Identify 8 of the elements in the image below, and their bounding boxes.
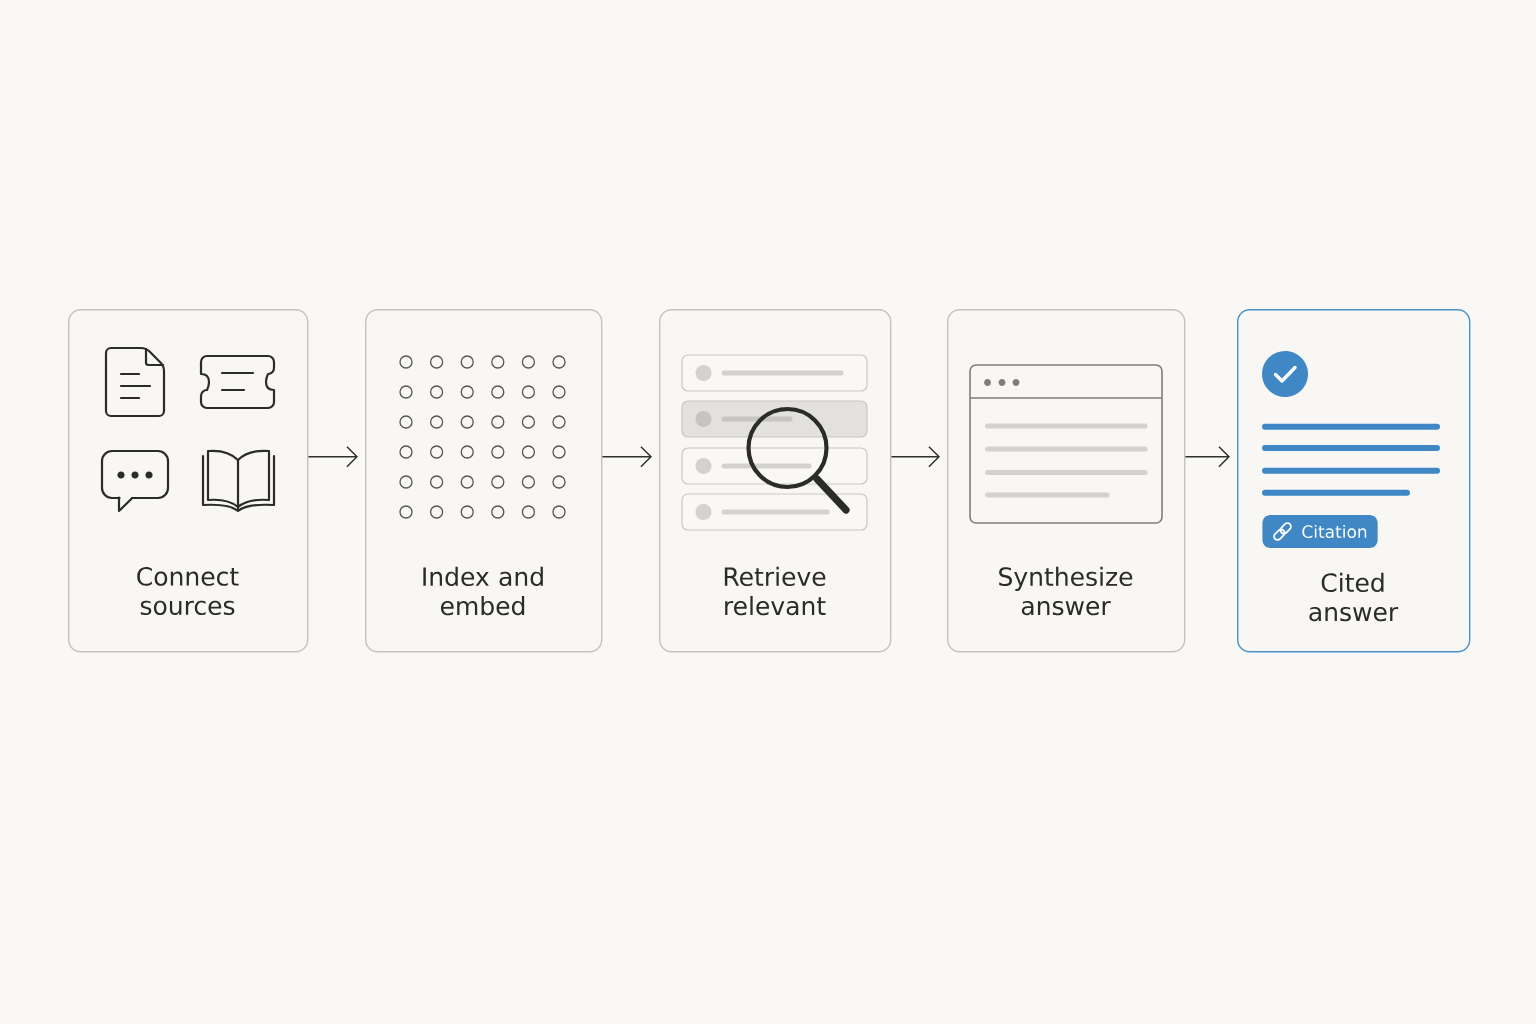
arrow xyxy=(890,445,940,468)
step-card: Index and embed xyxy=(365,309,603,653)
citation-badge: Citation xyxy=(1262,515,1378,548)
arrow xyxy=(307,445,358,468)
step-card: Connect sources xyxy=(68,309,309,653)
arrow xyxy=(601,445,652,468)
arrow xyxy=(1184,445,1231,468)
step-card: Synthesize answer xyxy=(947,309,1186,653)
